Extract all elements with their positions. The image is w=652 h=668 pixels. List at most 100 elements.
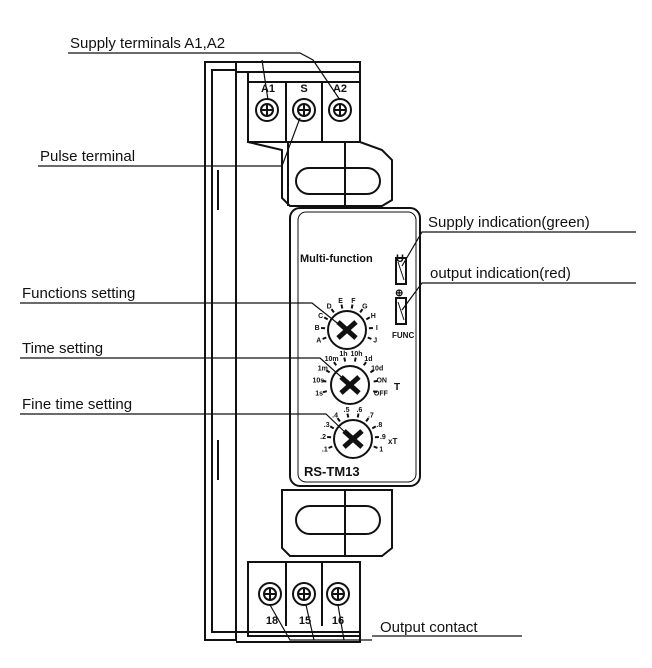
fine-scale-label-4: .5 — [344, 407, 350, 414]
fine-scale-label-2: .3 — [324, 422, 330, 429]
func-label: FUNC — [392, 331, 414, 340]
fine-scale-label-tick-9 — [373, 445, 378, 449]
time-scale-label-tick-4 — [343, 357, 347, 362]
fine-scale-label-tick-2 — [329, 425, 335, 430]
fine-scale-label-tick-0 — [328, 445, 333, 449]
lower-ridge — [281, 489, 393, 557]
time-scale-label-9: OFF — [374, 391, 389, 398]
leader-output-indication — [401, 282, 636, 311]
time-scale-label-5: 10h — [350, 351, 362, 358]
callout-output-contact: Output contact — [380, 619, 478, 636]
terminal-label-s: S — [300, 83, 307, 95]
upper-ridge — [247, 141, 393, 207]
time-scale-label-2: 1m — [318, 366, 328, 373]
time-scale-label-4: 1h — [339, 351, 347, 358]
time-scale-label-6: 1d — [364, 356, 372, 363]
fine-time-knob[interactable] — [333, 419, 373, 459]
screw-16 — [326, 582, 350, 606]
fine-scale-label-7: .8 — [376, 422, 382, 429]
function-scale-label-tick-4 — [340, 304, 344, 309]
fine-scale-label-tick-3 — [336, 417, 341, 422]
function-scale-label-9: J — [373, 338, 377, 345]
bottom-terminal-block — [247, 561, 361, 637]
supply-led-mark — [397, 261, 405, 281]
screw-a2 — [328, 98, 352, 122]
time-scale-label-8: ON — [376, 378, 387, 385]
fine-scale-label-tick-5 — [356, 413, 360, 418]
fine-scale-label-5: .6 — [356, 407, 362, 414]
leader-output-16 — [337, 604, 345, 641]
fine-scale-label-6: .7 — [368, 412, 374, 419]
fine-scale-label-1: .2 — [320, 434, 326, 441]
callout-time-setting: Time setting — [22, 340, 103, 357]
output-led — [395, 297, 407, 325]
terminal-label-a1: A1 — [261, 83, 275, 95]
time-scale-label-7: 10d — [371, 366, 383, 373]
supply-led — [395, 257, 407, 285]
screw-s — [292, 98, 316, 122]
terminal-label-a2: A2 — [333, 83, 347, 95]
time-scale-label-3: 10m — [325, 356, 339, 363]
leader-output-18 — [269, 604, 372, 641]
leader-lines — [20, 52, 636, 641]
terminal-label-15: 15 — [299, 615, 311, 627]
leader-time-setting — [20, 357, 349, 384]
output-led-mark — [397, 301, 405, 321]
function-scale-label-tick-3 — [330, 308, 335, 313]
time-scale-label-tick-8 — [373, 379, 378, 383]
time-scale-label-tick-6 — [362, 361, 367, 366]
terminal-label-18: 18 — [266, 615, 278, 627]
function-scale-label-tick-7 — [365, 316, 371, 321]
function-scale-label-2: C — [318, 313, 323, 320]
leader-functions-setting — [20, 302, 347, 331]
leader-fine-time-setting — [20, 413, 351, 438]
function-scale-label-1: B — [315, 325, 320, 332]
fine-scale-label-3: .4 — [332, 412, 338, 419]
callout-output-indication: output indication(red) — [430, 265, 571, 282]
front-panel — [289, 207, 421, 487]
callout-supply-indication: Supply indication(green) — [428, 214, 590, 231]
callout-supply-terminals: Supply terminals A1,A2 — [70, 35, 225, 52]
leader-supply-indication — [401, 231, 636, 267]
fine-scale-label-9: 1 — [379, 447, 383, 454]
function-scale-label-3: D — [327, 303, 332, 310]
time-scale-label-tick-9 — [372, 390, 378, 394]
fine-scale-label-tick-7 — [371, 425, 377, 430]
top-terminal-block — [247, 71, 361, 143]
time-scale-label-tick-1 — [322, 379, 327, 383]
leader-pulse-terminal — [38, 117, 301, 167]
time-knob[interactable] — [330, 365, 370, 405]
function-scale-label-tick-0 — [322, 336, 327, 340]
device-title: Multi-function — [300, 253, 373, 265]
time-t-label: T — [394, 382, 400, 393]
time-scale-label-tick-0 — [322, 390, 328, 394]
screw-a1 — [255, 98, 279, 122]
function-scale-label-6: G — [362, 303, 368, 310]
time-scale-label-tick-7 — [369, 369, 375, 374]
time-scale-label-0: 1s — [315, 391, 323, 398]
function-scale-label-5: F — [351, 298, 356, 305]
time-scale-label-tick-5 — [353, 357, 357, 362]
leader-output-15 — [305, 604, 315, 641]
leader-supply-terminals — [68, 52, 341, 101]
time-scale-label-tick-2 — [325, 369, 331, 374]
function-scale-label-tick-2 — [323, 316, 329, 321]
relay-symbol-icon: ⊕ — [395, 288, 403, 299]
time-scale-label-1: 10s — [312, 378, 324, 385]
function-scale-label-tick-9 — [367, 336, 372, 340]
function-scale-label-4: E — [338, 298, 343, 305]
terminal-label-16: 16 — [332, 615, 344, 627]
function-scale-label-0: A — [316, 338, 321, 345]
function-scale-label-7: H — [371, 313, 376, 320]
fine-scale-label-0: .1 — [322, 447, 328, 454]
callout-fine-time-setting: Fine time setting — [22, 396, 132, 413]
model-label: RS-TM13 — [304, 464, 360, 479]
function-scale-label-8: I — [376, 325, 378, 332]
function-scale-label-tick-6 — [359, 308, 364, 313]
fine-scale-label-tick-6 — [365, 417, 370, 422]
function-knob[interactable] — [327, 310, 367, 350]
screw-18 — [258, 582, 282, 606]
fine-scale-label-tick-4 — [346, 413, 350, 418]
